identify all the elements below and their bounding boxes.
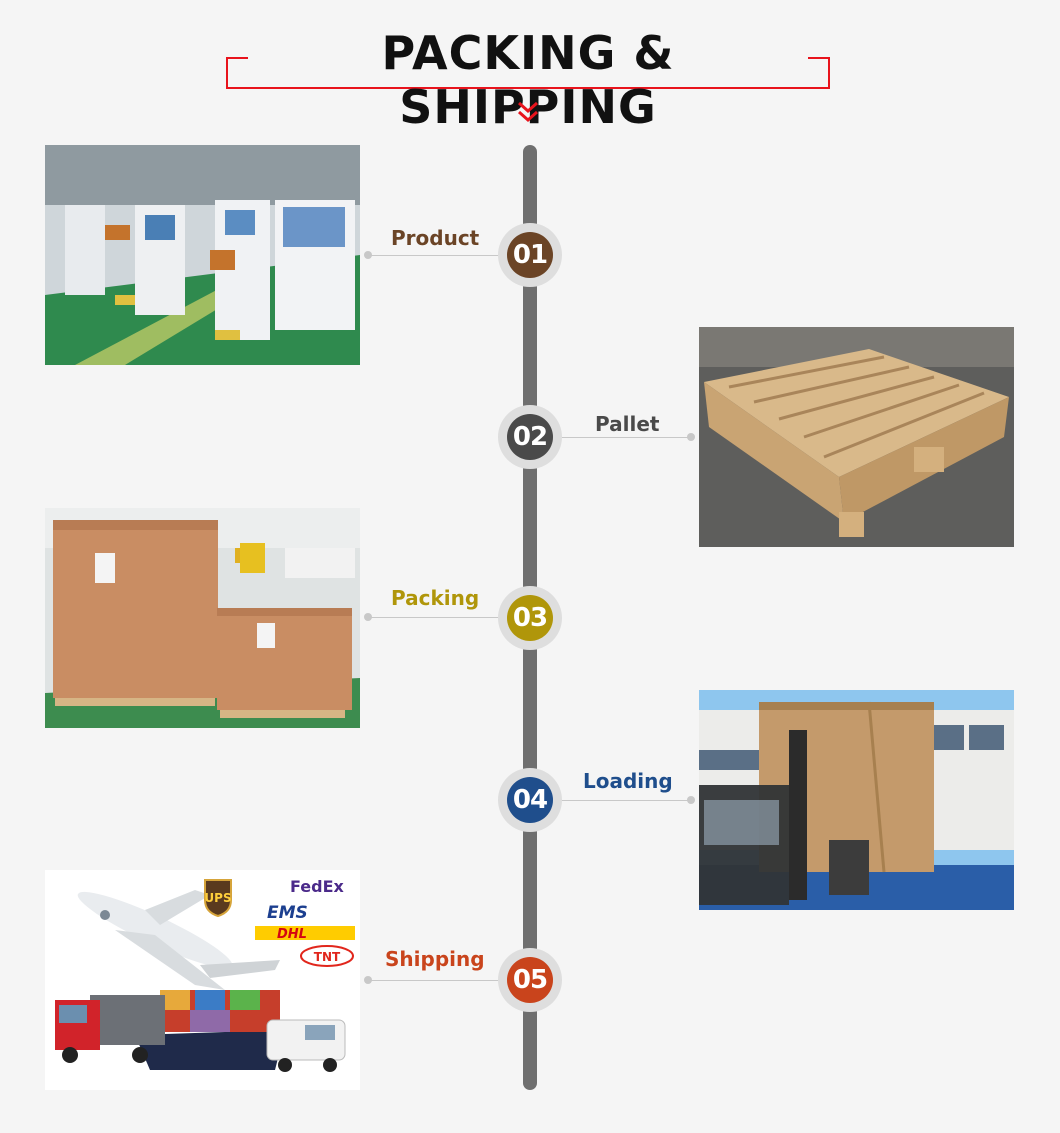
tnt-logo: TNT	[314, 950, 341, 964]
packing-photo	[45, 508, 360, 728]
step-marker-03: 03	[498, 586, 562, 650]
title-underline	[226, 87, 830, 89]
step-number: 03	[507, 595, 553, 641]
pallet-photo	[699, 327, 1014, 547]
ups-logo: UPS	[204, 891, 231, 905]
step-label-pallet: Pallet	[595, 412, 660, 436]
connector-line	[562, 800, 691, 801]
step-marker-01: 01	[498, 223, 562, 287]
page-header: PACKING & SHIPPING	[0, 0, 1060, 140]
step-marker-04: 04	[498, 768, 562, 832]
connector-line	[368, 255, 498, 256]
step-number: 01	[507, 232, 553, 278]
step-number: 02	[507, 414, 553, 460]
connector-line	[368, 980, 498, 981]
page-title: PACKING & SHIPPING	[381, 26, 675, 134]
step-label-product: Product	[391, 226, 480, 250]
title-bracket-right	[808, 57, 830, 89]
step-label-packing: Packing	[391, 586, 480, 610]
airplane-icon	[77, 890, 280, 990]
step-number: 04	[507, 777, 553, 823]
chevron-down-icon	[518, 101, 538, 123]
dhl-logo: DHL	[277, 927, 307, 942]
step-marker-05: 05	[498, 948, 562, 1012]
fedex-logo: FedEx	[290, 877, 345, 896]
step-number: 05	[507, 957, 553, 1003]
ems-logo: EMS	[267, 903, 308, 923]
shipping-photo: UPS FedEx EMS DHL TNT	[45, 870, 360, 1090]
connector-dot	[687, 433, 695, 441]
connector-line	[368, 617, 498, 618]
step-label-loading: Loading	[583, 769, 673, 793]
product-photo	[45, 145, 360, 365]
carrier-logos: UPS FedEx EMS DHL TNT	[204, 877, 355, 967]
step-marker-02: 02	[498, 405, 562, 469]
title-bracket-left	[226, 57, 248, 89]
connector-dot	[687, 796, 695, 804]
loading-photo	[699, 690, 1014, 910]
step-label-shipping: Shipping	[385, 947, 485, 971]
connector-line	[562, 437, 691, 438]
